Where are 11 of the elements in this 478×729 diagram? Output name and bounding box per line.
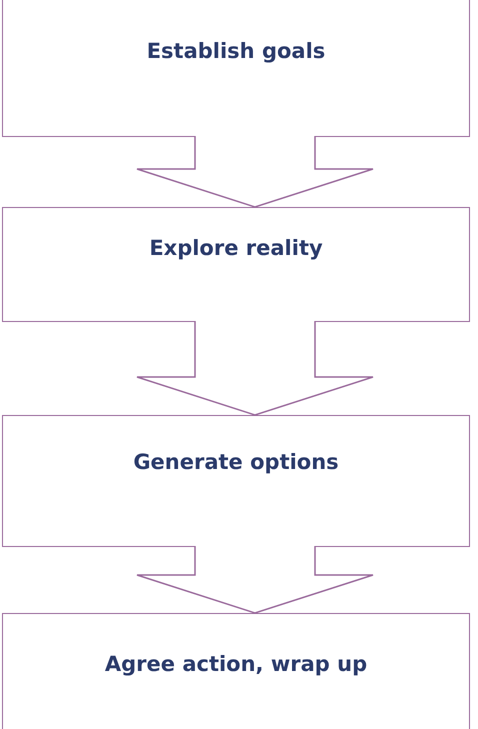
- process-box: [2, 613, 470, 729]
- process-box: [2, 207, 470, 322]
- step-label: Agree action, wrap up: [104, 652, 368, 676]
- block-arrow: [136, 545, 374, 614]
- block-arrow: [136, 135, 374, 208]
- process-box: [2, 0, 470, 137]
- block-arrow: [136, 320, 374, 416]
- step-label: Generate options: [132, 450, 340, 474]
- step-label: Explore reality: [148, 236, 324, 260]
- process-box: [2, 415, 470, 547]
- step-label: Establish goals: [146, 39, 326, 63]
